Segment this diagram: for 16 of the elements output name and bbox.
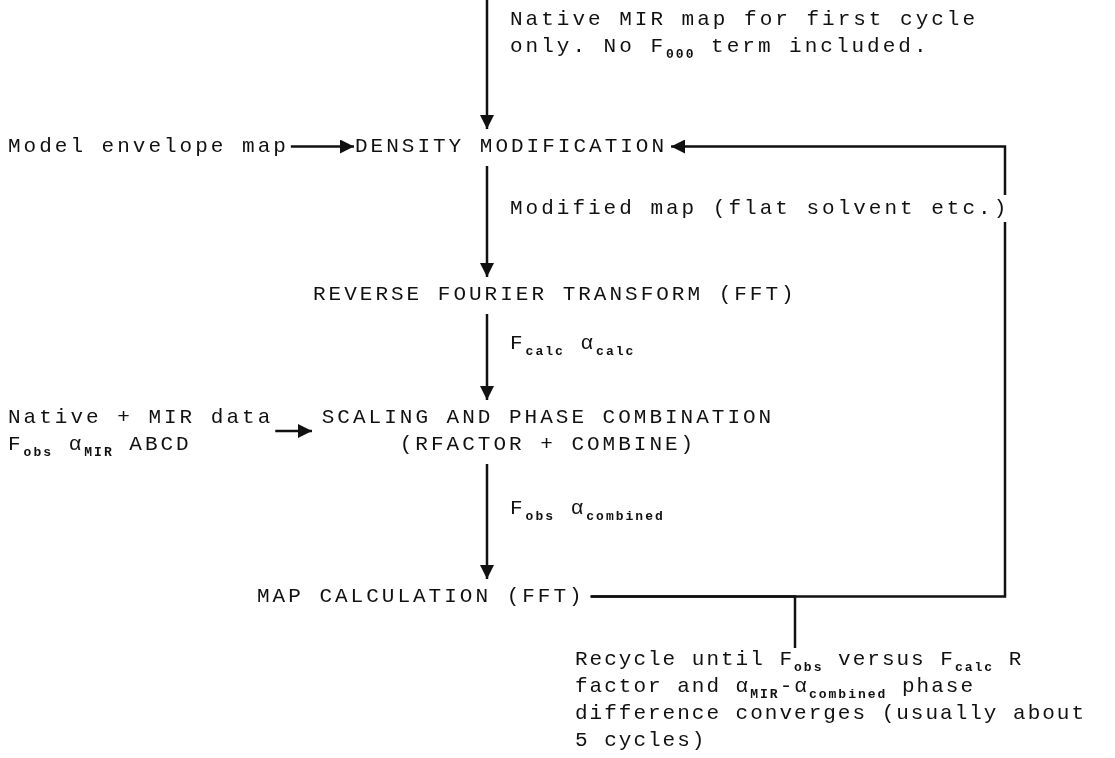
arrow [480,464,494,579]
edge-label: Modified map (flat solvent etc.) [510,194,1010,222]
arrow [275,424,312,438]
step-label: REVERSE FOURIER TRANSFORM (FFT) [313,282,797,308]
step-label: SCALING AND PHASE COMBINATION (RFACTOR + COMBINE) [320,405,776,458]
arrow [290,139,354,154]
arrow [480,0,494,129]
leader-line [590,595,797,648]
arrow [480,314,494,400]
step-label: Model envelope map [8,134,289,160]
step-label: MAP CALCULATION (FFT) [257,584,585,610]
arrow [480,166,494,277]
data-label: F$_{obs}$ α$_{MIR}$ ABCD [8,432,193,458]
step-label: Native + MIR data [8,405,274,431]
step-label: DENSITY MODIFICATION [355,134,668,160]
step-label: Recycle until F$_{obs}$ versus F$_{calc}$ R factor and α$_{MIR}$-α$_{combined}$ phase difference converges (usually about 5 cycles) [575,647,1088,754]
